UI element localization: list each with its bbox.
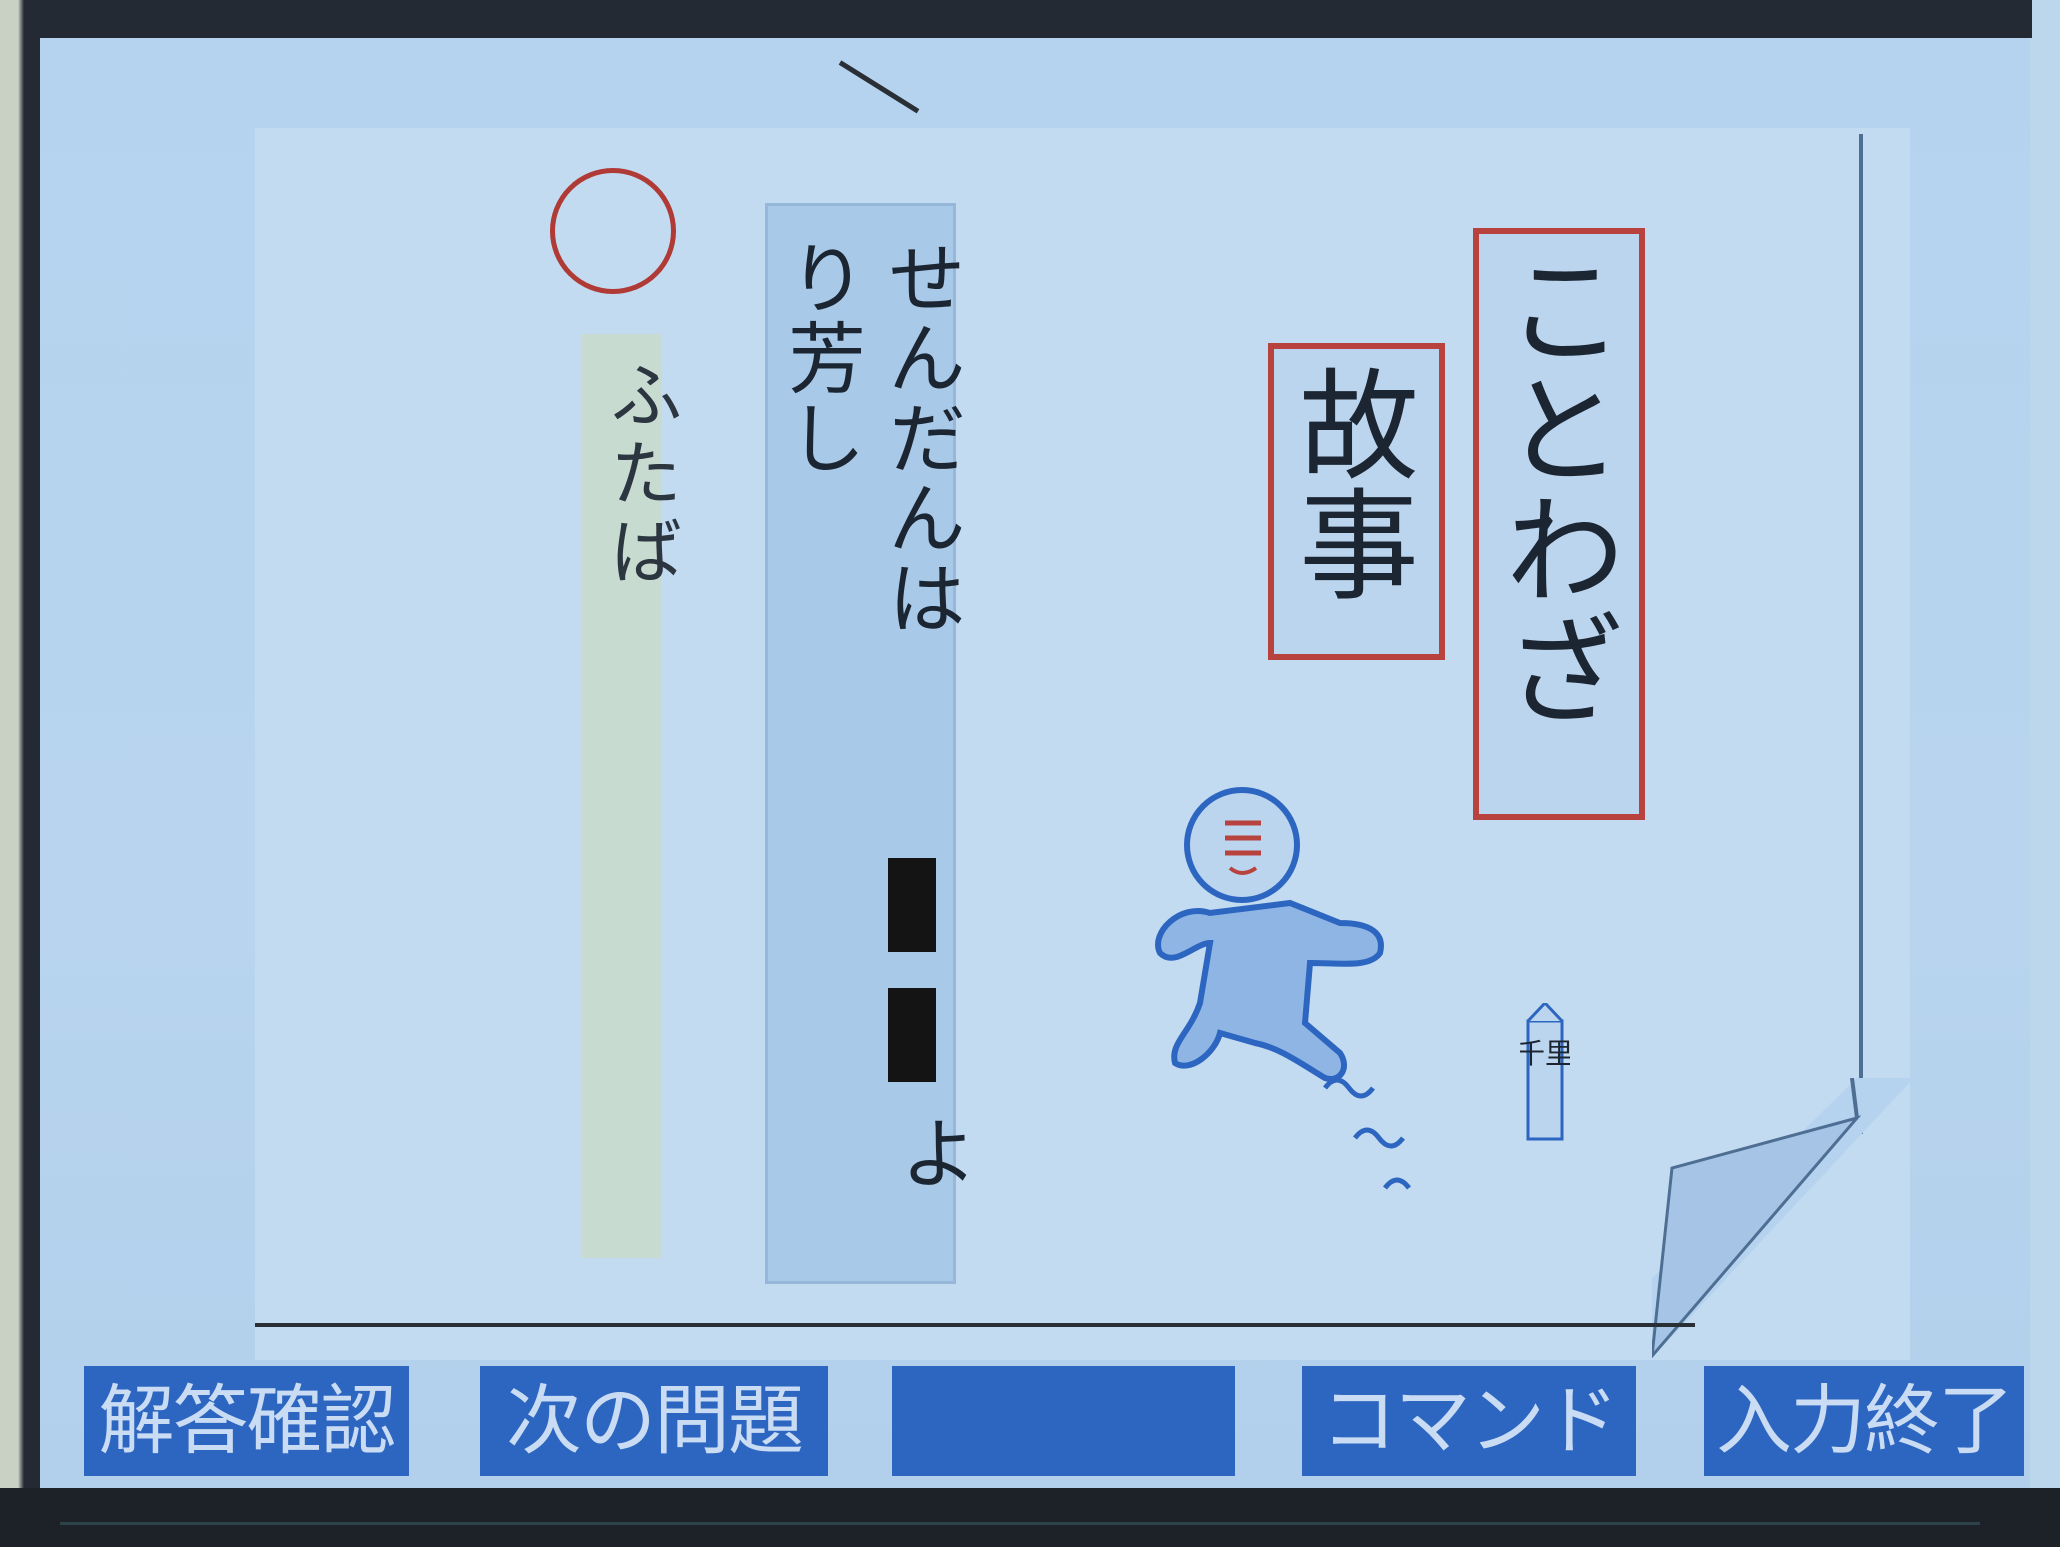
page-curl-icon <box>1652 1078 1914 1358</box>
check-answer-button[interactable]: 解答確認 <box>84 1366 409 1476</box>
scanline <box>60 1522 1980 1525</box>
monitor-bezel-left <box>0 0 40 1547</box>
answer-input-column[interactable] <box>582 334 662 1258</box>
blank-square <box>888 858 936 952</box>
title-box-kotowaza <box>1473 228 1645 820</box>
card-right-edge <box>1859 134 1863 1134</box>
tick-mark <box>838 60 920 114</box>
monitor-bezel-top <box>22 0 2032 38</box>
title-kotowaza: ことわざ <box>1484 248 1623 728</box>
blank-square <box>888 988 936 1082</box>
command-button[interactable]: コマンド <box>1302 1366 1636 1476</box>
title-koji: 故事 <box>1278 363 1417 603</box>
end-input-button[interactable]: 入力終了 <box>1704 1366 2024 1476</box>
question-panel <box>765 203 956 1284</box>
card-baseline <box>255 1323 1695 1327</box>
sign-text: 千里 <box>1520 1037 1570 1070</box>
question-continuation: り芳し <box>775 238 865 478</box>
app-screen: ふたば り芳し せんだんは よ ことわざ 故事 千里 解答確認 次の問題 コマン… <box>40 38 2030 1488</box>
command-bar: 解答確認 次の問題 コマンド 入力終了 <box>40 1366 2030 1476</box>
correct-circle-icon <box>550 168 676 294</box>
question-tail: よ <box>886 1113 976 1191</box>
question-text: せんだんは <box>875 238 965 638</box>
monitor-bezel-bottom <box>0 1488 2060 1547</box>
next-question-button[interactable]: 次の問題 <box>480 1366 828 1476</box>
title-box-koji <box>1268 343 1445 660</box>
milestone-sign-icon: 千里 <box>1520 1003 1570 1141</box>
blank-function-button[interactable] <box>892 1366 1235 1476</box>
answer-text: ふたば <box>598 358 682 592</box>
running-character-icon <box>1155 787 1411 1190</box>
